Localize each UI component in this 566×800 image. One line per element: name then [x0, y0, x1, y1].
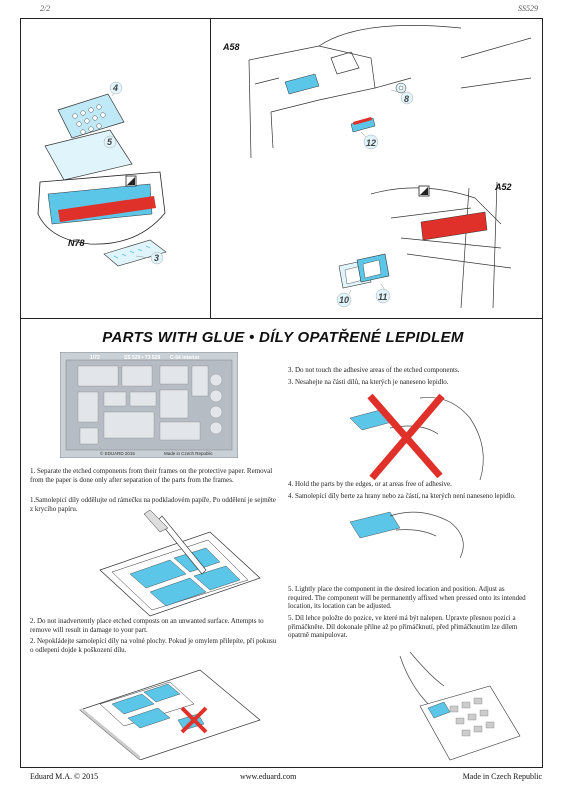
step3-illustration	[349, 393, 484, 481]
step2-en: 2. Do not inadvertently place etched com…	[30, 617, 264, 634]
step2-illustration	[79, 669, 261, 760]
footer-made-in: Made in Czech Republic	[462, 772, 542, 781]
kit-code: SS529	[518, 4, 538, 13]
ref-a58: A58	[222, 42, 240, 52]
section-title: PARTS WITH GLUE • DÍLY OPATŘENÉ LEPIDLEM	[102, 329, 464, 346]
part-8	[395, 82, 407, 94]
fret-scale: 1/72	[90, 355, 100, 361]
footer-copyright: Eduard M.A. © 2015	[30, 772, 99, 781]
fret-name: C-54 interior	[170, 355, 200, 361]
step4-illustration	[349, 511, 464, 559]
ref-n78: N78	[68, 238, 85, 248]
page-number: 2/2	[40, 4, 51, 13]
step3-en: 3. Do not touch the adhesive areas of th…	[288, 366, 460, 374]
step1-cz: 1.Samolepící díly oddělujte od rámečku n…	[30, 496, 276, 513]
panel-a52-part	[420, 211, 488, 241]
callout-8: 8	[404, 94, 409, 104]
fret-code: SS 529 • 73 529	[124, 355, 160, 361]
callout-12: 12	[366, 138, 376, 148]
callout-3: 3	[154, 253, 159, 263]
step1-en: 1. Separate the etched components from t…	[30, 467, 273, 484]
step4-cz: 4. Samolepící díly berte za hrany nebo z…	[288, 492, 516, 500]
panel-left-diagram: 4 5 3 N78	[37, 81, 167, 267]
part-12	[350, 117, 376, 133]
panel-a58-part	[284, 73, 320, 95]
step4-en: 4. Hold the parts by the edges, or at ar…	[288, 480, 452, 488]
step5-illustration	[399, 651, 521, 761]
footer-website[interactable]: www.eduard.com	[240, 772, 297, 781]
step5-cz: 5. Díl lehce položte do pozice, ve které…	[288, 614, 518, 640]
step3-cz: 3. Nesahejte na části dílů, na kterých j…	[288, 378, 449, 386]
part-11	[356, 253, 390, 283]
callout-5: 5	[107, 137, 113, 147]
part-5	[44, 129, 133, 181]
fret-copyright: © EDUARD 2015	[100, 450, 135, 456]
callout-4: 4	[112, 83, 118, 93]
callout-10: 10	[339, 295, 349, 305]
ref-a52: A52	[494, 182, 512, 192]
part-4	[57, 93, 125, 139]
fuselage-sketch-bottom	[370, 181, 512, 309]
panel-right-diagram: 8 12 A58 10 11 A52	[222, 25, 532, 309]
panel-n78	[37, 171, 166, 245]
step1-illustration	[99, 510, 261, 617]
panel-divider-vertical	[210, 18, 211, 318]
fuselage-sketch-top	[248, 25, 532, 159]
step5-en: 5. Lightly place the component in the de…	[288, 585, 526, 611]
panel-divider-horizontal	[20, 318, 543, 319]
part-3	[103, 239, 167, 267]
step2-cz: 2. Nepokládejte samolepící díly na volné…	[30, 637, 277, 654]
fret-made-in: Made in Czech Republic	[164, 451, 214, 456]
etched-fret: 1/72 SS 529 • 73 529 C-54 interior © EDU…	[60, 352, 238, 458]
callout-11: 11	[378, 292, 387, 302]
instruction-sheet-frame	[20, 18, 543, 768]
